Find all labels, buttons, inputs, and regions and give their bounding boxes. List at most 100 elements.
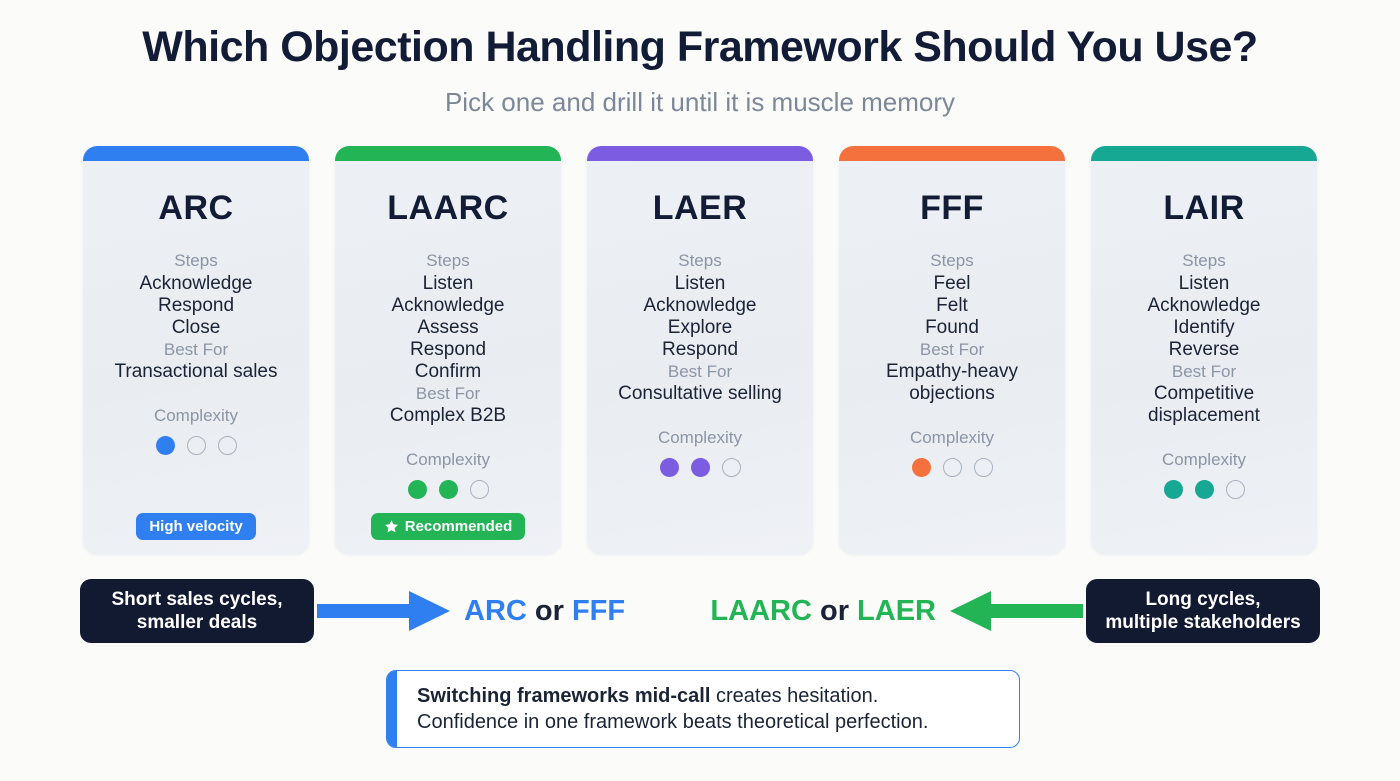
card-badge[interactable]: High velocity xyxy=(136,513,256,541)
result-left-conjunction: or xyxy=(534,594,564,627)
best-for-label: Best For xyxy=(415,384,481,404)
complexity-dot-empty xyxy=(217,435,237,455)
steps-label: Steps xyxy=(1182,251,1226,271)
step-item: Acknowledge xyxy=(1147,295,1261,317)
card-badge[interactable]: Recommended xyxy=(370,513,526,541)
arrow-right-wrap xyxy=(314,589,454,633)
complexity-dot-empty xyxy=(1225,479,1245,499)
step-item: Reverse xyxy=(1168,339,1240,361)
steps-label: Steps xyxy=(678,251,722,271)
card-badge-label: High velocity xyxy=(149,518,243,536)
step-item: Found xyxy=(925,317,979,339)
step-item: Explore xyxy=(667,317,733,339)
card-title: LAARC xyxy=(387,189,509,228)
pill-line-1: Long cycles, xyxy=(1145,589,1261,610)
step-item: Acknowledge xyxy=(139,273,253,295)
best-for-label: Best For xyxy=(163,340,229,360)
best-for-value: Transactional sales xyxy=(114,361,278,383)
callout-rest: creates hesitation. xyxy=(710,685,879,707)
complexity-label: Complexity xyxy=(909,428,995,448)
result-right-primary: LAARC xyxy=(710,594,812,627)
complexity-dot-filled xyxy=(911,457,931,477)
decision-result-right: LAARC or LAER xyxy=(710,595,936,628)
step-item: Identify xyxy=(1173,317,1235,339)
complexity-dots xyxy=(407,479,489,499)
complexity-dots xyxy=(659,457,741,477)
step-item: Respond xyxy=(157,295,235,317)
page-title: Which Objection Handling Framework Shoul… xyxy=(142,23,1258,71)
complexity-dot-filled xyxy=(659,457,679,477)
arrow-right-icon xyxy=(317,591,450,631)
callout-line-2: Confidence in one framework beats theore… xyxy=(417,711,929,733)
complexity-dot-filled xyxy=(1163,479,1183,499)
star-icon xyxy=(384,520,398,533)
complexity-dot-filled xyxy=(407,479,427,499)
best-for-value: Competitive displacement xyxy=(1148,383,1260,427)
steps-label: Steps xyxy=(426,251,470,271)
step-item: Listen xyxy=(674,273,726,295)
card-title: FFF xyxy=(920,189,984,228)
complexity-dots xyxy=(1163,479,1245,499)
best-for-label: Best For xyxy=(1171,362,1237,382)
result-left-primary: ARC xyxy=(464,594,527,627)
complexity-dots xyxy=(911,457,993,477)
complexity-dot-empty xyxy=(186,435,206,455)
complexity-dot-empty xyxy=(973,457,993,477)
complexity-dot-empty xyxy=(721,457,741,477)
result-right-conjunction: or xyxy=(819,594,849,627)
complexity-dots xyxy=(155,435,237,455)
step-item: Listen xyxy=(1178,273,1230,295)
decision-pill-short-cycles: Short sales cycles, smaller deals xyxy=(80,579,314,643)
decision-left-group: Short sales cycles, smaller deals ARC or… xyxy=(80,579,625,643)
pill-line-2: smaller deals xyxy=(136,612,258,633)
card-accent-bar xyxy=(839,146,1065,162)
complexity-label: Complexity xyxy=(1161,450,1247,470)
decision-row: Short sales cycles, smaller deals ARC or… xyxy=(0,578,1400,644)
callout-text: Switching frameworks mid-call creates he… xyxy=(397,683,928,735)
decision-pill-long-cycles: Long cycles, multiple stakeholders xyxy=(1086,579,1320,643)
best-for-value: Consultative selling xyxy=(618,383,782,405)
card-accent-bar xyxy=(335,146,561,162)
header: Which Objection Handling Framework Shoul… xyxy=(0,0,1400,118)
step-item: Acknowledge xyxy=(643,295,757,317)
callout-bold: Switching frameworks mid-call xyxy=(417,685,711,707)
card-accent-bar xyxy=(1091,146,1317,162)
card-accent-bar xyxy=(83,146,309,162)
complexity-dot-filled xyxy=(438,479,458,499)
callout-box: Switching frameworks mid-call creates he… xyxy=(386,670,1020,748)
step-item: Close xyxy=(171,317,221,339)
step-item: Feel xyxy=(933,273,971,295)
step-item: Respond xyxy=(661,339,739,361)
step-item: Assess xyxy=(417,317,479,339)
complexity-label: Complexity xyxy=(657,428,743,448)
step-item: Listen xyxy=(422,273,474,295)
complexity-dot-filled xyxy=(1194,479,1214,499)
card-title: ARC xyxy=(158,189,234,228)
card-badge-label: Recommended xyxy=(404,518,513,536)
result-left-secondary: FFF xyxy=(571,594,626,627)
pill-line-2: multiple stakeholders xyxy=(1105,612,1301,633)
card-accent-bar xyxy=(587,146,813,162)
result-right-secondary: LAER xyxy=(857,594,936,627)
arrow-left-wrap xyxy=(946,589,1086,633)
pill-line-1: Short sales cycles, xyxy=(111,589,283,610)
decision-result-left: ARC or FFF xyxy=(464,595,625,628)
complexity-label: Complexity xyxy=(153,406,239,426)
best-for-label: Best For xyxy=(919,340,985,360)
